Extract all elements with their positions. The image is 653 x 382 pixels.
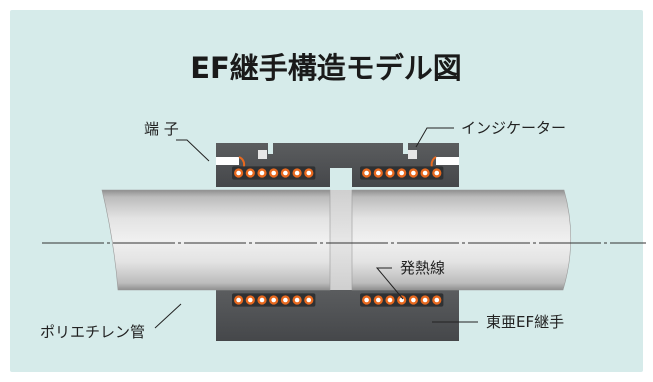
terminal-pin-left — [216, 157, 239, 165]
heating-wire-core — [434, 297, 440, 303]
label-indicator: インジケーター — [461, 119, 566, 137]
heating-wire-core — [387, 297, 393, 303]
leader-heating-wire — [375, 267, 404, 300]
label-pipe: ポリエチレン管 — [40, 323, 145, 341]
heating-coil-bottom-left — [232, 293, 316, 307]
leader-terminal — [176, 139, 210, 162]
heating-wire-core — [411, 170, 416, 176]
heating-wire-core — [411, 297, 416, 303]
heating-wire-core — [387, 170, 393, 176]
heating-wire-core — [306, 297, 312, 303]
diagram-title: EF継手構造モデル図 — [190, 51, 462, 85]
indicator-right — [408, 150, 417, 159]
heating-wire-core — [434, 170, 440, 176]
heating-wire-core — [399, 170, 405, 176]
heating-wire-core — [283, 297, 288, 303]
heating-wire-core — [294, 170, 300, 176]
label-terminal: 端 子 — [144, 120, 179, 138]
label-heating-wire: 発熱線 — [400, 259, 445, 277]
heating-wire-core — [236, 297, 241, 303]
pipe-left — [101, 189, 331, 291]
pipe-right — [351, 189, 572, 291]
heating-coil-bottom-right — [360, 293, 444, 307]
leader-pipe — [154, 303, 182, 329]
terminal-pin-right — [436, 157, 459, 165]
heating-wire-core — [306, 170, 312, 176]
fitting-top-half — [216, 143, 459, 187]
heating-wire-core — [364, 170, 369, 176]
heating-wire-core — [259, 170, 265, 176]
heating-wire-core — [376, 297, 381, 303]
heating-coil-top-right — [360, 166, 444, 180]
label-fitting: 東亜EF継手 — [486, 313, 564, 331]
heating-coil-top-left — [232, 166, 316, 180]
leader-indicator — [415, 127, 454, 148]
indicator-left — [258, 150, 267, 159]
heating-wire-core — [236, 170, 241, 176]
heating-wire-core — [399, 297, 405, 303]
heating-wire-core — [283, 170, 288, 176]
heating-wire-core — [422, 297, 428, 303]
heating-wire-core — [294, 297, 300, 303]
heating-wire-core — [248, 170, 253, 176]
heating-wire-core — [364, 297, 369, 303]
heating-wire-core — [376, 170, 381, 176]
heating-wire-core — [271, 170, 277, 176]
heating-wire-core — [259, 297, 265, 303]
heating-wire-core — [248, 297, 253, 303]
heating-wire-core — [271, 297, 277, 303]
pipe-center-gap — [330, 190, 352, 290]
heating-wire-core — [422, 170, 428, 176]
